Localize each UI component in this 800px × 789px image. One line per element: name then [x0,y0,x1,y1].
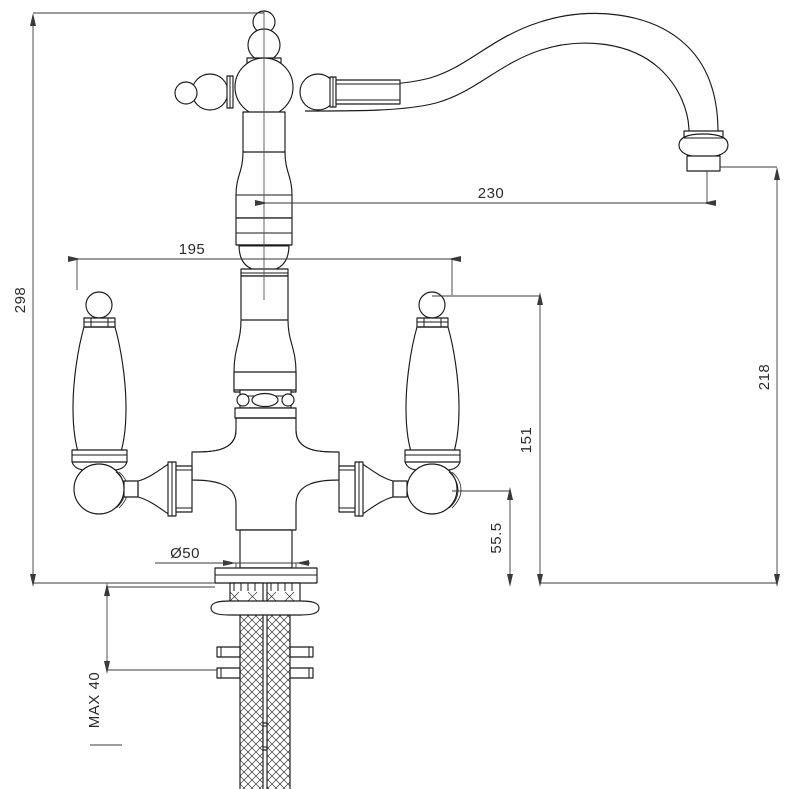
dimension-base-diameter: Ø50 [155,545,310,568]
dimension-spout-outlet-height: 218 [540,166,780,587]
fixing-plate [210,582,320,679]
dimension-max-worktop: MAX 40 [86,583,217,746]
dimension-handle-top-height: 151 [432,292,543,587]
right-lever-handle [338,291,462,517]
dim-label-218: 218 [756,364,773,391]
dimension-overall-height: 298 [12,12,264,587]
dim-label-max-40: MAX 40 [86,672,103,728]
spout-outlet [678,130,729,172]
base-flange [214,529,318,584]
product-geometry [71,10,729,789]
dim-label-151: 151 [518,427,535,454]
dimension-handle-pivot-height: 55.5 [452,487,513,587]
cross-handle [174,10,401,117]
left-lever-handle [71,291,193,517]
dim-label-298: 298 [12,287,29,314]
dimension-handle-spread: 195 [68,241,461,295]
body-cross [191,417,340,531]
dimension-annotations: 298 230 195 218 [12,12,780,746]
dim-label-195: 195 [179,241,206,258]
riser-column [233,111,297,419]
dim-label-dia-50: Ø50 [170,545,200,562]
dim-label-55-5: 55.5 [488,522,505,553]
swan-neck-spout [304,12,719,133]
braided-hoses [239,615,291,789]
dimension-spout-reach: 230 [255,171,716,206]
dim-label-230: 230 [478,185,505,202]
